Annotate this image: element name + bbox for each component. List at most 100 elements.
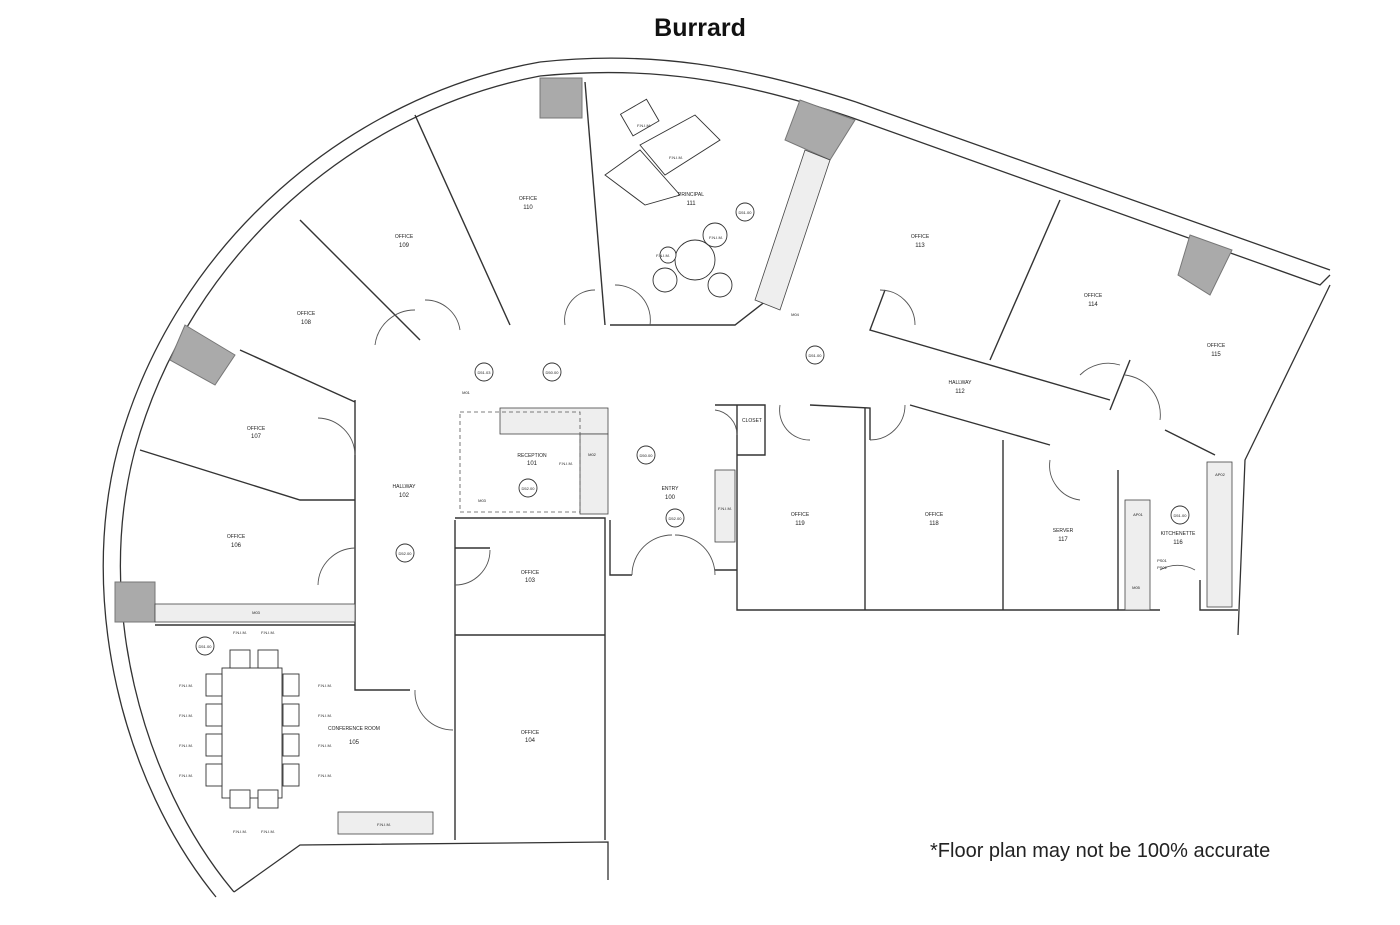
room-name: OFFICE (1084, 293, 1103, 299)
wall (1164, 429, 1216, 456)
room-name: KITCHENETTE (1161, 531, 1196, 537)
closet-wall (715, 404, 766, 456)
outer-curtain-wall (119, 75, 541, 893)
reception-zone (459, 411, 581, 513)
room-name: OFFICE (925, 512, 944, 518)
chair (282, 733, 300, 757)
furniture-tag: F.N.I.M. (318, 773, 332, 778)
millwork-tag: M02 (588, 452, 597, 457)
door-swing (714, 409, 738, 436)
room-number: 119 (795, 521, 805, 527)
detail-marker (195, 636, 215, 656)
detail-marker (1170, 505, 1190, 525)
room-number: 102 (399, 493, 410, 499)
wall (1109, 359, 1131, 411)
wall (609, 520, 632, 576)
detail-tag: D50.00 (640, 453, 654, 458)
furniture-tag: F.N.I.M. (637, 123, 651, 128)
room-name: OFFICE (1207, 343, 1226, 349)
door-swing (374, 309, 416, 346)
entry-millwork (714, 469, 736, 543)
door-swing (1124, 374, 1161, 421)
room-number: 112 (955, 389, 965, 395)
furniture-tag: F.N.I.M. (318, 713, 332, 718)
kitchen-counter (1124, 499, 1151, 611)
detail-marker (542, 362, 562, 382)
plan-title: Burrard (654, 14, 746, 42)
principal-millwork (754, 149, 831, 311)
door-swing (1159, 564, 1196, 571)
detail-marker (805, 345, 825, 365)
wall (455, 517, 606, 840)
wall (989, 199, 1061, 361)
chair (205, 703, 223, 727)
detail-marker (474, 362, 494, 382)
round-table (674, 239, 716, 281)
column (1177, 234, 1233, 296)
room-name: OFFICE (297, 311, 316, 317)
chair (205, 673, 223, 697)
wall (584, 81, 606, 326)
chair (229, 789, 251, 809)
furniture-tag: F.N.I.M. (559, 461, 573, 466)
room-name: ENTRY (662, 486, 680, 492)
furniture-tag: F.N.I.M. (261, 630, 275, 635)
detail-tag: D51.00 (1174, 513, 1188, 518)
column (784, 99, 856, 161)
column (539, 77, 583, 119)
detail-tag: D51.00 (809, 353, 823, 358)
room-labels: ENTRY 100 RECEPTION 101 HALLWAY 102 OFFI… (227, 192, 1226, 746)
door-swing (454, 549, 491, 586)
room-name: PRINCIPAL (678, 192, 704, 198)
chair (282, 763, 300, 787)
room-number: 108 (301, 320, 312, 326)
detail-marker (636, 445, 656, 465)
detail-tag: D52.00 (399, 551, 413, 556)
room-name: HALLWAY (949, 380, 973, 386)
column (114, 581, 156, 623)
room-name: OFFICE (791, 512, 810, 518)
room-number: 110 (523, 205, 533, 211)
furniture-tag: F.N.I.M. (669, 155, 683, 160)
room-name: OFFICE (521, 570, 540, 576)
millwork-tag: M03 (252, 610, 261, 615)
room-name: OFFICE (395, 234, 414, 240)
principal-desk (604, 149, 681, 206)
furniture-tag: F.N.I.M. (179, 683, 193, 688)
chair (257, 789, 279, 809)
detail-tag: D50.00 (546, 370, 560, 375)
tags: F.N.I.M. F.N.I.M. F.N.I.M. F.N.I.M. F.N.… (179, 123, 1226, 834)
furniture-tag: F.N.I.M. (233, 829, 247, 834)
room-name: CONFERENCE ROOM (328, 726, 380, 732)
room-name: RECEPTION (517, 453, 547, 459)
millwork-tag: M04 (791, 312, 800, 317)
room-name: HALLWAY (393, 484, 417, 490)
door-swing (879, 289, 916, 326)
room-number: 115 (1211, 352, 1221, 358)
detail-tag: D51.00 (199, 644, 213, 649)
wall (239, 349, 356, 403)
room-number: 114 (1088, 302, 1098, 308)
appliance-tag: PS02 (1157, 565, 1168, 570)
furniture-tag: F.N.I.M. (318, 743, 332, 748)
chair (229, 649, 251, 669)
conference-credenza (337, 811, 434, 835)
chair (659, 246, 677, 264)
millwork-tag: M03 (478, 498, 487, 503)
furniture-tag: F.N.I.M. (179, 773, 193, 778)
room-number: 113 (915, 243, 925, 249)
room-name: OFFICE (247, 426, 266, 432)
furniture-tag: F.N.I.M. (179, 713, 193, 718)
northeast-wall (849, 116, 1331, 286)
chair (282, 703, 300, 727)
wall (736, 405, 1160, 611)
room-number: 104 (525, 738, 536, 744)
wall (299, 219, 421, 341)
detail-tag: D51.03 (478, 370, 492, 375)
chair (205, 733, 223, 757)
north-wall-outer (539, 57, 857, 103)
northeast-wall-outer (855, 101, 1331, 271)
room-number: 101 (527, 461, 538, 467)
appliance-tag: PS01 (1157, 558, 1168, 563)
lounge-chair (619, 98, 660, 137)
